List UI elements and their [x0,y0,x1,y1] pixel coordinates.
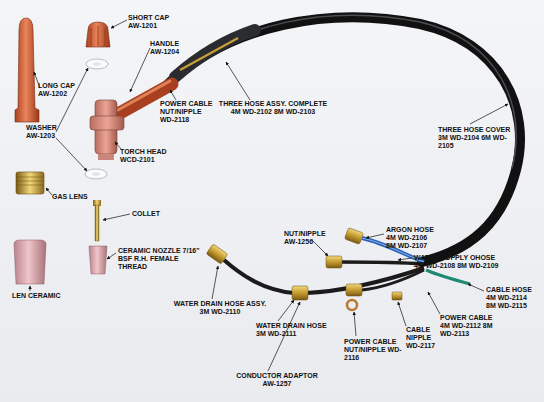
part-label: CONDUCTOR ADAPTOR AW-1257 [234,372,320,388]
part-label: THREE HOSE COVER 3M WD-2104 6M WD-2105 [438,126,520,150]
part-label: HANDLE AW-1204 [150,40,190,56]
part-label: NUT/NIPPLE AW-1256 [284,230,332,246]
ceramic-nozzle [89,246,107,274]
part-label: CERAMIC NOZZLE 7/16" BSF R.H. FEMALE THR… [118,247,200,271]
part-label: CABLE NIPPLE WD-2117 [406,326,442,350]
len-ceramic [14,240,46,284]
part-label: COLLET [132,210,172,218]
gas-lens [16,172,44,194]
collet [93,200,101,241]
leader-lines [30,20,508,371]
part-label: WATER SUPPLY OHOSE 4M WD-2108 8M WD-2109 [414,254,504,270]
part-label: ARGON HOSE 4M WD-2106 8M WD-2107 [386,226,438,250]
part-label: POWER CABLE NUT/NIPPLE WD-2116 [344,338,402,362]
three-hose-cable [168,15,520,262]
part-label: WATER DRAIN HOSE ASSY. 3M WD-2110 [168,300,272,316]
brass-fittings [206,228,402,310]
part-label: THREE HOSE ASSY. COMPLETE 4M WD-2102 8M … [218,100,328,116]
part-label: GAS LENS [52,193,102,201]
long-cap [15,18,39,122]
part-label: SHORT CAP AW-1201 [128,14,174,30]
torch-head [90,100,124,160]
part-label: WASHER AW-1203 [26,124,66,140]
part-label: LONG CAP AW-1202 [38,82,82,98]
short-cap [86,22,110,47]
part-label: TORCH HEAD WCD-2101 [120,148,172,164]
part-label: CABLE HOSE 4M WD-2114 8M WD-2115 [486,286,538,310]
part-label: WATER DRAIN HOSE 3M WD-2111 [256,322,336,338]
part-label: LEN CERAMIC [12,292,72,300]
part-label: POWER CABLE NUT/NIPPLE WD-2118 [160,100,216,124]
part-label: POWER CABLE 4M WD-2112 8M WD-2113 [440,314,494,338]
